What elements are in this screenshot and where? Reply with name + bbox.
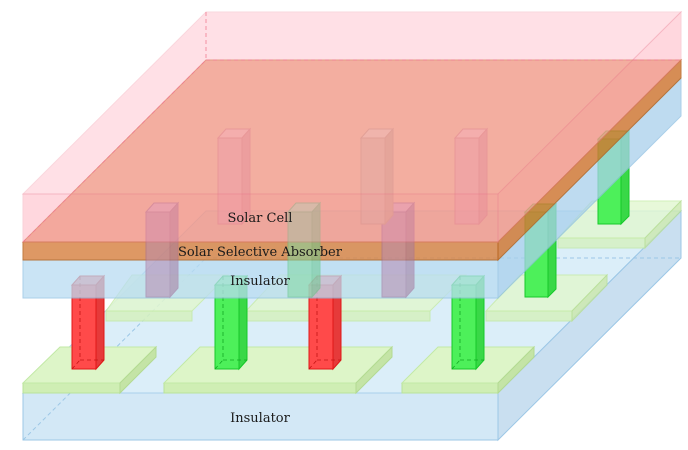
leg-upper-4 — [216, 127, 252, 226]
solar-cell-label: Solar Cell — [228, 211, 293, 226]
thermoelectric-legs-front — [70, 274, 486, 371]
upper-legs-ghost — [144, 127, 489, 299]
absorber-layer — [21, 58, 683, 262]
absorber-label: Solar Selective Absorber — [178, 245, 343, 260]
n-leg-front-1 — [70, 274, 106, 371]
leg-upper-5 — [359, 127, 395, 226]
leg-upper-6 — [453, 127, 489, 226]
solar-cell-layer — [21, 10, 683, 244]
bottom-insulator-label: Insulator — [230, 411, 291, 426]
bottom-pad-middle — [162, 345, 394, 395]
bottom-pad-back-3 — [484, 273, 609, 323]
leg-upper-1 — [144, 201, 180, 299]
leg-upper-2 — [286, 201, 322, 299]
leg-upper-3 — [380, 201, 416, 299]
top-insulator-label: Insulator — [230, 274, 291, 289]
